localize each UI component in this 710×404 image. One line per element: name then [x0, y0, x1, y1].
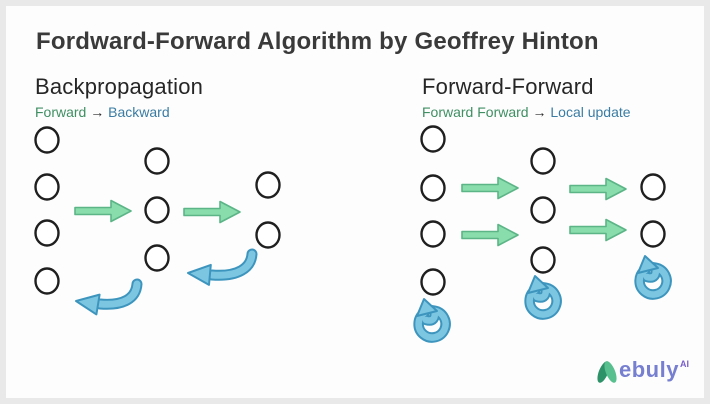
neuron-node — [530, 196, 556, 224]
neuron-node — [34, 173, 60, 201]
backpropagation-diagram — [34, 126, 281, 316]
nebuly-n-icon — [597, 361, 617, 383]
neuron-node — [144, 244, 170, 272]
local-update-loop-arrow — [634, 255, 672, 300]
neuron-node — [530, 147, 556, 175]
neuron-node — [144, 147, 170, 175]
backpropagation-heading: Backpropagation — [35, 74, 204, 99]
neuron-node — [640, 220, 666, 248]
forward-forward-section: Forward-Forward Forward Forward → Local … — [422, 74, 631, 120]
flow-to-label: Backward — [108, 104, 170, 120]
forward-forward-flow-label: Forward Forward → Local update — [422, 104, 631, 120]
backward-arrow — [187, 248, 258, 286]
forward-arrow — [461, 223, 519, 247]
neuron-node — [420, 220, 446, 248]
forward-arrow — [461, 176, 519, 200]
local-update-loop-arrow — [524, 275, 562, 320]
flow-from-label: Forward Forward — [422, 104, 529, 120]
neuron-node — [640, 173, 666, 201]
neuron-node — [34, 267, 60, 295]
flow-arrow-glyph: → — [90, 104, 105, 120]
neuron-node — [420, 125, 446, 153]
flow-arrow-glyph: → — [532, 104, 547, 120]
local-update-loop-arrow — [413, 298, 451, 343]
backpropagation-section: Backpropagation Forward → Backward — [35, 74, 203, 120]
forward-arrow — [183, 200, 241, 224]
neuron-node — [420, 174, 446, 202]
page-title: Fordward-Forward Algorithm by Geoffrey H… — [36, 28, 599, 55]
flow-to-label: Local update — [550, 104, 631, 120]
flow-from-label: Forward — [35, 104, 87, 120]
neuron-node — [420, 268, 446, 296]
nebuly-ai-superscript: AI — [679, 359, 689, 369]
forward-forward-heading: Forward-Forward — [422, 74, 594, 99]
neuron-node — [34, 126, 60, 154]
nebuly-wordmark: ebuly — [619, 357, 679, 382]
forward-arrow — [569, 218, 627, 242]
backward-arrow — [75, 278, 143, 316]
forward-forward-diagram — [413, 125, 672, 343]
neuron-node — [34, 219, 60, 247]
nebuly-logo: ebuly AI — [595, 356, 689, 386]
backpropagation-flow-label: Forward → Backward — [35, 104, 203, 120]
neuron-node — [255, 221, 281, 249]
forward-arrow — [569, 177, 627, 201]
neuron-node — [530, 246, 556, 274]
neuron-node — [144, 196, 170, 224]
forward-arrow — [74, 199, 132, 223]
neuron-node — [255, 171, 281, 199]
